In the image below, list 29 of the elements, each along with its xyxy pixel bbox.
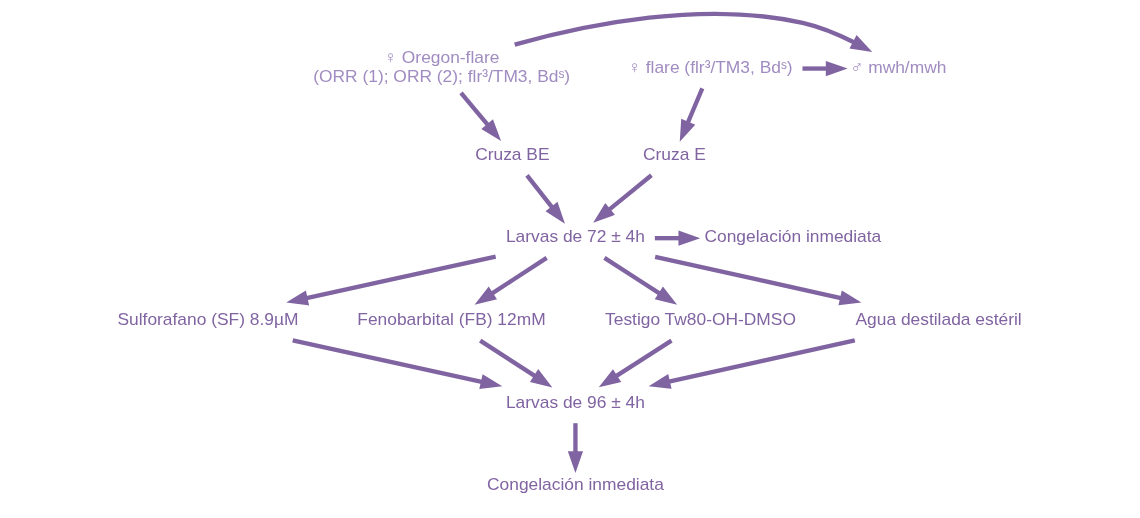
node-text: Cruza BE xyxy=(475,143,550,164)
arrow xyxy=(598,338,673,387)
arrow xyxy=(567,422,584,473)
arrow xyxy=(802,60,848,76)
arrow xyxy=(679,87,705,142)
node-text: Fenobarbital (FB) 12mM xyxy=(357,308,546,329)
arrow xyxy=(479,338,553,387)
node-text: ♂ mwh/mwh xyxy=(850,56,947,77)
node-text: ♀ flare (flr³/TM3, Bdˢ) xyxy=(627,56,793,77)
arrow xyxy=(292,337,503,389)
node-text: Larvas de 72 ± 4h xyxy=(505,225,645,246)
node-text: Testigo Tw80-OH-DMSO xyxy=(605,308,796,329)
node-text: Larvas de 96 ± 4h xyxy=(505,391,645,412)
arrow xyxy=(648,337,856,389)
arrow xyxy=(286,254,497,305)
node-text: Cruza E xyxy=(643,143,706,164)
arrow xyxy=(474,255,548,305)
arrow xyxy=(525,173,565,224)
node-text: Agua destilada estéril xyxy=(855,308,1022,329)
arrow xyxy=(654,254,862,305)
arrow xyxy=(593,173,653,223)
node-text: Sulforafano (SF) 8.9µM xyxy=(117,308,299,329)
node-text: Congelación inmediata xyxy=(487,473,664,494)
arrow xyxy=(514,11,873,52)
node-text: Congelación inmediata xyxy=(704,225,882,246)
arrow xyxy=(654,230,701,246)
arrow xyxy=(603,255,678,305)
arrow xyxy=(459,90,502,141)
node-text: ♀ Oregon-flare (ORR (1); ORR (2); flr³/TM3, Bdˢ) xyxy=(313,46,571,86)
